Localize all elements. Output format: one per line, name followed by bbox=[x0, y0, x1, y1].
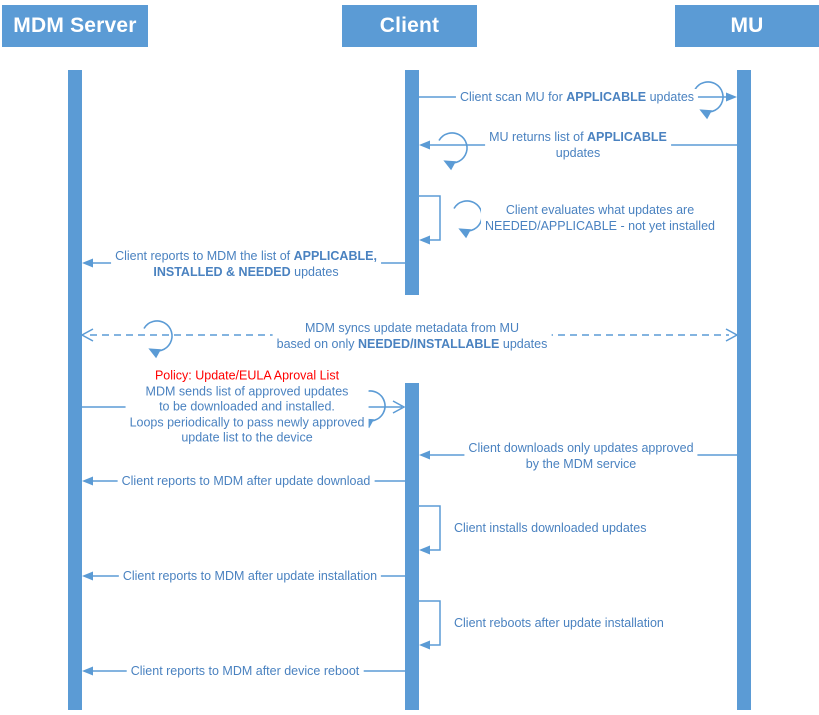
actor-mdm-server-label: MDM Server bbox=[13, 14, 137, 37]
self-arrow-installs bbox=[419, 505, 441, 555]
actor-client: Client bbox=[342, 5, 477, 47]
policy-title: Policy: Update/EULA Aproval List bbox=[154, 368, 340, 383]
actor-client-label: Client bbox=[379, 14, 440, 37]
lifeline-mdm-server bbox=[68, 70, 82, 710]
label-returns-message: MU returns list of APPLICABLE updates bbox=[485, 129, 671, 161]
label-downloads-message: Client downloads only updates approved b… bbox=[464, 440, 698, 472]
dashed-arrow-sync-mdm-mu bbox=[80, 320, 739, 358]
label-policy-message: Policy: Update/EULA Aproval List MDM sen… bbox=[125, 368, 369, 446]
loop-icon bbox=[453, 200, 483, 238]
label-evaluates-message: Client evaluates what updates are NEEDED… bbox=[481, 202, 719, 234]
label-installs-message: Client installs downloaded updates bbox=[450, 520, 651, 536]
label-report-download-message: Client reports to MDM after update downl… bbox=[117, 473, 375, 489]
loop-icon bbox=[143, 320, 173, 358]
label-report-install-message: Client reports to MDM after update insta… bbox=[118, 568, 382, 584]
actor-mu: MU bbox=[675, 5, 819, 47]
loop-icon bbox=[694, 81, 724, 119]
actor-mu-label: MU bbox=[730, 14, 764, 37]
loop-icon bbox=[438, 132, 468, 170]
lifeline-mu bbox=[737, 70, 751, 710]
lifeline-client-upper bbox=[405, 70, 419, 295]
self-arrow-evaluates bbox=[419, 195, 483, 245]
label-report-reboot-message: Client reports to MDM after device reboo… bbox=[126, 663, 364, 679]
label-reports-list-message: Client reports to MDM the list of APPLIC… bbox=[111, 248, 381, 280]
label-sync-message: MDM syncs update metadata from MU based … bbox=[272, 320, 552, 352]
lifeline-client-lower bbox=[405, 383, 419, 710]
actor-mdm-server: MDM Server bbox=[2, 5, 148, 47]
label-reboots-message: Client reboots after update installation bbox=[450, 615, 668, 631]
self-arrow-reboots bbox=[419, 600, 441, 650]
label-scan-message: Client scan MU for APPLICABLE updates bbox=[455, 89, 699, 105]
